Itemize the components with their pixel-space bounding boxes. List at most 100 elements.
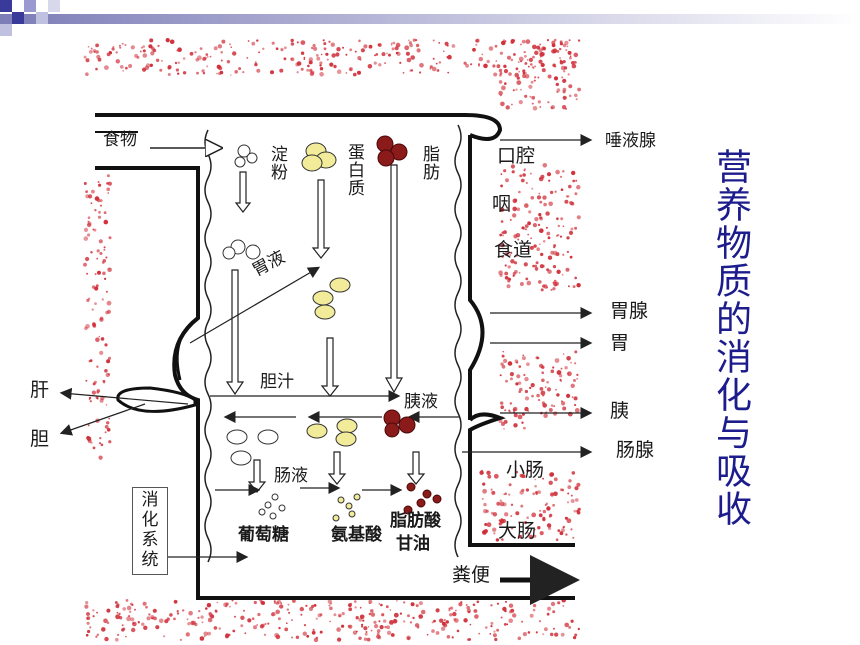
tissue-dot bbox=[570, 383, 575, 388]
tissue-dot bbox=[552, 287, 556, 291]
tissue-dot bbox=[103, 219, 109, 225]
tissue-dot bbox=[238, 67, 242, 71]
tissue-dot bbox=[553, 477, 558, 482]
tissue-dot bbox=[115, 51, 118, 54]
tissue-dot bbox=[568, 230, 574, 235]
tissue-dot bbox=[146, 616, 151, 621]
tissue-dot bbox=[559, 57, 561, 59]
tissue-dot bbox=[500, 405, 505, 410]
tissue-dot bbox=[217, 44, 223, 49]
tissue-dot bbox=[94, 196, 100, 201]
tissue-dot bbox=[140, 46, 143, 49]
tissue-dot bbox=[508, 603, 514, 608]
tissue-dot bbox=[251, 41, 256, 46]
tissue-dot bbox=[566, 356, 571, 361]
liver-organ bbox=[116, 386, 197, 413]
tissue-dot bbox=[145, 63, 151, 68]
tissue-dot bbox=[535, 631, 538, 634]
tissue-dot bbox=[370, 629, 373, 632]
tissue-dot bbox=[85, 194, 90, 199]
tissue-dot bbox=[121, 624, 124, 627]
tissue-dot bbox=[88, 360, 91, 363]
tissue-dot bbox=[499, 519, 505, 524]
tissue-dot bbox=[126, 605, 132, 611]
tissue-dot bbox=[573, 379, 576, 382]
tissue-dot bbox=[452, 611, 457, 617]
tissue-dot bbox=[539, 243, 541, 245]
fat-particles bbox=[376, 135, 442, 515]
tissue-dot bbox=[319, 61, 323, 65]
tissue-dot bbox=[95, 337, 100, 343]
tissue-dot bbox=[548, 201, 553, 207]
tissue-dot bbox=[378, 620, 381, 623]
tissue-dot bbox=[349, 48, 353, 52]
tissue-dot bbox=[253, 625, 257, 630]
tissue-dot bbox=[108, 236, 112, 240]
tissue-dot bbox=[114, 601, 118, 604]
tissue-dot bbox=[103, 248, 106, 251]
tissue-dot bbox=[531, 95, 536, 100]
tissue-dot bbox=[567, 485, 572, 490]
tissue-dot bbox=[564, 199, 569, 204]
tissue-dot bbox=[557, 224, 560, 228]
tissue-dot bbox=[447, 54, 452, 60]
tissue-dot bbox=[251, 617, 255, 620]
tissue-dot bbox=[394, 46, 399, 51]
tissue-dot bbox=[112, 46, 115, 48]
tissue-dot bbox=[574, 403, 577, 407]
tissue-dot bbox=[538, 620, 542, 623]
tissue-dot bbox=[466, 638, 470, 641]
tissue-dot bbox=[254, 62, 258, 67]
tissue-dot bbox=[105, 404, 108, 406]
tissue-dot bbox=[534, 478, 537, 481]
protein-label: 蛋白质 bbox=[344, 143, 364, 197]
tissue-dot bbox=[546, 387, 552, 392]
tissue-dot bbox=[571, 63, 577, 69]
tissue-dot bbox=[221, 39, 226, 44]
tissue-dot bbox=[514, 270, 518, 274]
tissue-dot bbox=[504, 252, 509, 257]
tissue-dot bbox=[182, 609, 185, 612]
tissue-dot bbox=[454, 618, 459, 623]
tissue-dot bbox=[213, 46, 218, 51]
tissue-dot bbox=[167, 73, 171, 76]
tissue-dot bbox=[85, 633, 89, 637]
tissue-dot bbox=[273, 601, 276, 604]
tissue-dot bbox=[570, 499, 575, 503]
tissue-dot bbox=[544, 503, 547, 506]
tissue-dot bbox=[94, 302, 97, 305]
tissue-dot bbox=[531, 394, 534, 398]
tissue-dot bbox=[107, 356, 112, 360]
tissue-dot bbox=[524, 396, 530, 401]
tissue-dot bbox=[96, 391, 99, 394]
tissue-dot bbox=[542, 195, 547, 200]
tissue-dot bbox=[542, 284, 546, 288]
tissue-dot bbox=[142, 67, 147, 72]
tissue-dot bbox=[492, 512, 498, 517]
tissue-dot bbox=[142, 601, 147, 606]
tissue-dot bbox=[562, 253, 565, 256]
tissue-dot bbox=[391, 47, 395, 51]
esophagus-label: 食道 bbox=[494, 239, 533, 261]
feces-label: 粪便 bbox=[452, 564, 491, 586]
tissue-dot bbox=[575, 498, 579, 502]
tissue-dot bbox=[532, 55, 535, 59]
tissue-dot bbox=[86, 272, 89, 275]
tissue-dot bbox=[556, 269, 561, 274]
tissue-dot bbox=[441, 621, 446, 626]
tissue-dot bbox=[486, 522, 492, 528]
tissue-dot bbox=[199, 47, 203, 50]
tissue-dot bbox=[443, 618, 446, 622]
tissue-dot bbox=[505, 105, 510, 110]
tissue-dot bbox=[119, 46, 122, 49]
tissue-dot bbox=[489, 633, 492, 635]
tissue-dot bbox=[104, 277, 107, 280]
tissue-dot bbox=[543, 202, 547, 207]
tissue-dot bbox=[478, 56, 483, 62]
tissue-dot bbox=[522, 69, 526, 73]
tissue-dot bbox=[99, 316, 104, 321]
tissue-dot bbox=[331, 53, 336, 58]
tissue-dot bbox=[230, 46, 233, 48]
tissue-dot bbox=[247, 40, 250, 42]
tissue-dot bbox=[358, 617, 363, 622]
